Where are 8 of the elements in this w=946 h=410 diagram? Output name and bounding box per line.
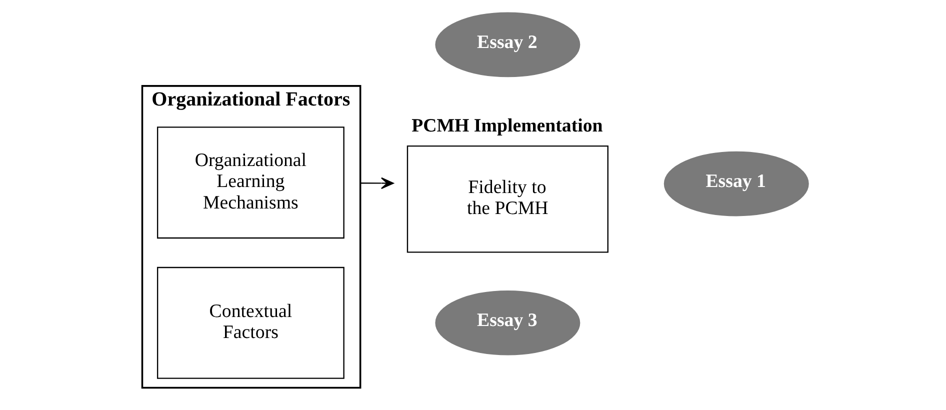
node-box: Fidelity to the PCMH [406, 145, 608, 253]
node-box: Organizational Learning Mechanisms [156, 126, 344, 239]
node-label: PCMH Implementation [411, 116, 602, 137]
arrow [360, 177, 394, 190]
node-box: Contextual Factors [156, 266, 344, 379]
node-ellipse: Essay 3 [434, 290, 580, 356]
node-ellipse: Essay 2 [434, 12, 580, 78]
node-ellipse: Essay 1 [663, 151, 808, 216]
